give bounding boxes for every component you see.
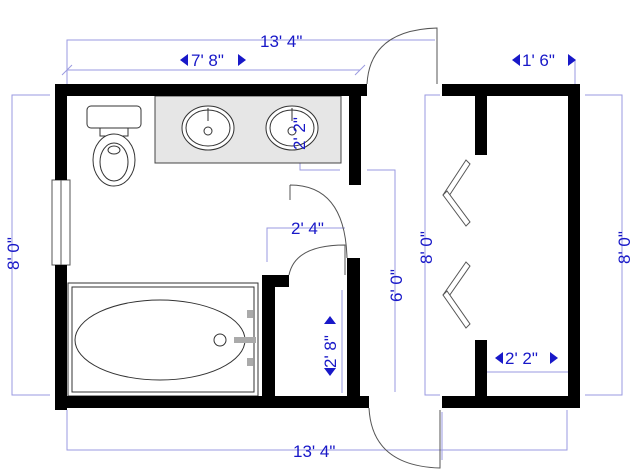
dim-toilet-door: 2' 4" xyxy=(291,219,324,238)
sink-right xyxy=(265,105,319,151)
sink-left xyxy=(181,105,235,151)
dim-overall-bottom: 13' 4" xyxy=(293,442,335,461)
door-swing-closet[interactable] xyxy=(288,244,346,276)
closet-bifold-door[interactable] xyxy=(442,159,471,329)
bathtub xyxy=(67,282,259,397)
arrow-down-icon xyxy=(324,368,336,376)
arrow-left-icon xyxy=(512,54,520,66)
dim-closet-inner-height: 8' 0" xyxy=(417,231,436,264)
dim-overall-top: 13' 4" xyxy=(260,32,302,51)
dim-closet-door: 2' 8" xyxy=(321,335,340,368)
dim-bath-height: 8' 0" xyxy=(4,237,23,270)
door-swing-top[interactable] xyxy=(366,27,438,85)
window xyxy=(51,179,71,266)
walls xyxy=(55,84,580,410)
arrow-right-icon xyxy=(550,352,558,364)
toilet xyxy=(86,105,142,187)
arrow-right-icon xyxy=(568,54,576,66)
arrow-left-icon xyxy=(180,54,188,66)
arrow-up-icon xyxy=(324,316,336,324)
dim-closet-width: 2' 2" xyxy=(505,349,538,368)
dim-vanity-wall: 7' 8" xyxy=(191,51,224,70)
door-swing-toilet[interactable] xyxy=(289,184,348,259)
dim-sink-offset: 2' 2" xyxy=(290,117,309,150)
arrow-left-icon xyxy=(495,352,503,364)
dim-hall-length: 6' 0" xyxy=(387,269,406,302)
arrow-right-icon xyxy=(238,54,246,66)
dim-closet-outer-height: 8' 0" xyxy=(615,231,634,264)
door-swing-bottom[interactable] xyxy=(368,407,441,469)
dim-closet-depth-top: 1' 6" xyxy=(522,51,555,70)
